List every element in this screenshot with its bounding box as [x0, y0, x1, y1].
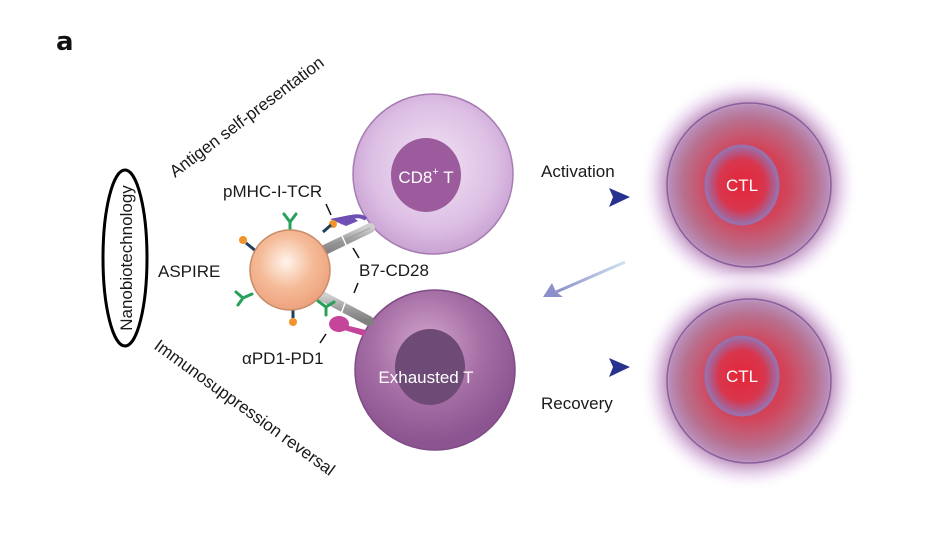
arrowhead-icon — [543, 283, 563, 297]
apd1-pd1-label: αPD1-PD1 — [242, 349, 324, 368]
aspire-nanoparticle — [234, 212, 336, 326]
b7-cd28-label: B7-CD28 — [359, 261, 429, 280]
ctl-nucleus — [704, 144, 780, 226]
arrowhead-icon — [609, 358, 630, 377]
concept-ellipse — [101, 168, 149, 348]
cd8-label: CD8+ T — [398, 166, 453, 187]
concept-label: Nanobiotechnology — [117, 185, 136, 331]
concept-node: Nanobiotechnology — [101, 168, 149, 348]
b7-cd28-rod-top — [313, 223, 375, 258]
recovery-label: Recovery — [541, 394, 613, 413]
exhausted-t-cell: Exhausted T — [354, 289, 516, 451]
ctl-cell-top: CTL — [639, 75, 859, 295]
pd1-receptor — [329, 316, 366, 336]
antibody-ligands — [234, 212, 336, 317]
cd8-nucleus — [391, 138, 461, 212]
arrowhead-icon — [609, 188, 630, 207]
exhaustion-arrow — [543, 260, 626, 297]
exhausted-label: Exhausted T — [378, 368, 473, 387]
branch-label-top: Antigen self-presentation — [166, 53, 328, 181]
ctl-nucleus — [704, 335, 780, 417]
b7-cd28-rod-bottom — [317, 291, 374, 326]
ctl-label-top: CTL — [726, 176, 758, 195]
activation-arrow — [541, 188, 630, 207]
pmhc-tcr-complex — [322, 214, 368, 234]
activation-label: Activation — [541, 162, 615, 181]
cd8-t-cell: CD8+ T — [352, 93, 514, 255]
recovery-arrow — [541, 358, 630, 377]
pmhc-tcr-label: pMHC-I-TCR — [223, 182, 322, 201]
aspire-label: ASPIRE — [158, 262, 220, 281]
ctl-cell-bottom: CTL — [639, 271, 859, 491]
leader-lines — [319, 203, 360, 344]
exhausted-nucleus — [395, 329, 465, 405]
ctl-label-bottom: CTL — [726, 367, 758, 386]
panel-label: a — [56, 27, 74, 57]
nanoparticle-core — [249, 229, 331, 311]
